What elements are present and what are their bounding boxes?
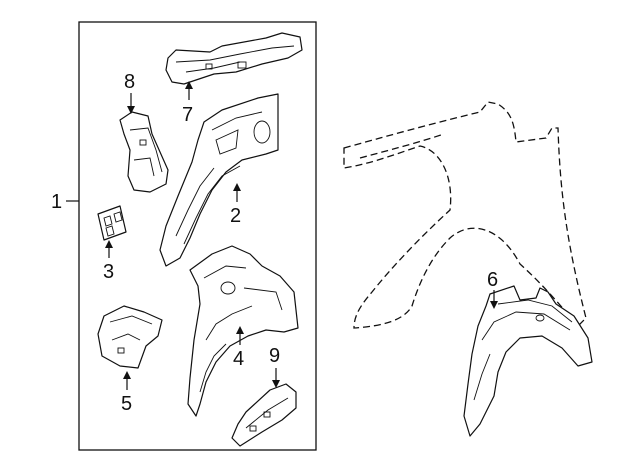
- callout-label-1: 1: [51, 191, 62, 213]
- part-3-clips: [97, 205, 127, 241]
- part-9-extension: [231, 383, 297, 447]
- callout-label-9: 9: [269, 345, 280, 367]
- part-5-bracket: [97, 305, 163, 369]
- assembly-box: [78, 21, 317, 451]
- callout-label-2: 2: [230, 205, 241, 227]
- callout-label-6: 6: [487, 269, 498, 291]
- callout-label-4: 4: [233, 348, 244, 370]
- callout-label-5: 5: [121, 393, 132, 415]
- part-8-bracket: [119, 111, 169, 193]
- quarter-panel-ghost-outline: [343, 101, 587, 329]
- callout-label-7: 7: [182, 104, 193, 126]
- part-2-wheelhouse-outer: [159, 93, 279, 267]
- part-6-liner: [463, 285, 593, 437]
- callout-label-8: 8: [124, 71, 135, 93]
- part-7-rail: [165, 32, 303, 85]
- callout-label-3: 3: [103, 261, 114, 283]
